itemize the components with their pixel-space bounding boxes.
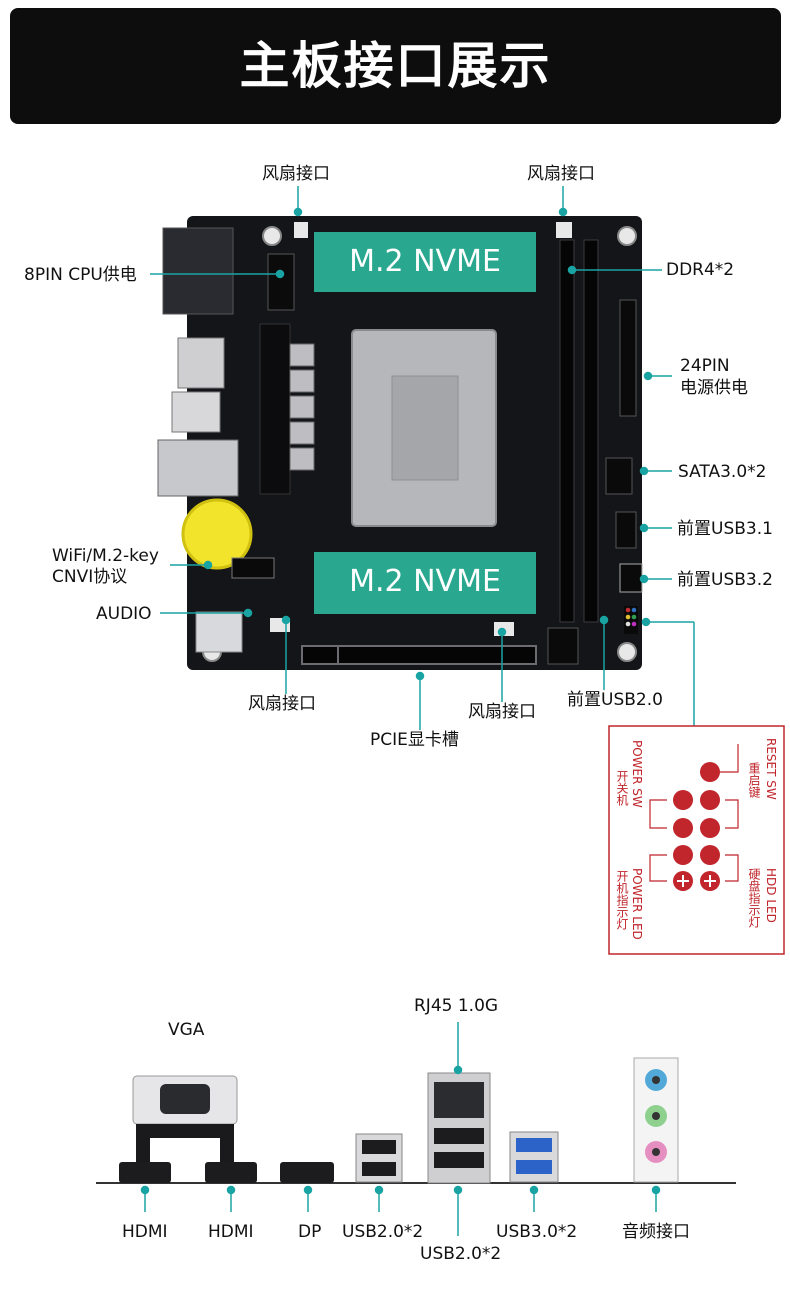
label-reset-cn: 重启键 <box>747 762 761 798</box>
label-fan-bottom-left: 风扇接口 <box>248 694 316 714</box>
label-fan-top-left: 风扇接口 <box>262 164 330 184</box>
label-fan-top-right: 风扇接口 <box>527 164 595 184</box>
hdmi-port <box>119 1162 171 1183</box>
m2-slot-bottom <box>314 552 536 614</box>
pcie-slot <box>301 645 537 665</box>
m2-slot-top <box>314 232 536 292</box>
label-usb20: 前置USB2.0 <box>567 690 663 710</box>
usb-port-side <box>171 391 221 433</box>
front-panel-detail <box>608 725 785 955</box>
cpu-die <box>391 375 459 481</box>
hdmi-port <box>205 1162 257 1183</box>
mount-hole <box>617 642 637 662</box>
atx24-connector <box>619 299 637 417</box>
label-vga: VGA <box>168 1020 205 1040</box>
label-wifi-line1: WiFi/M.2-key <box>52 546 159 566</box>
label-hdd-cn: 硬盘指示灯 <box>747 868 761 928</box>
sata-connector <box>605 457 633 495</box>
front-panel-pins <box>624 606 638 634</box>
mount-hole <box>262 226 282 246</box>
label-wifi-line2: CNVI协议 <box>52 567 128 587</box>
fan-header <box>556 222 572 238</box>
label-usb31: 前置USB3.1 <box>677 519 773 539</box>
cpu-8pin <box>267 253 295 311</box>
m2-label-top: M.2 NVME <box>349 244 501 279</box>
label-hdmi-1: HDMI <box>122 1222 168 1242</box>
label-pcie: PCIE显卡槽 <box>370 730 459 750</box>
label-usb30: USB3.0*2 <box>496 1222 578 1242</box>
label-hdmi-2: HDMI <box>208 1222 254 1242</box>
cmos-battery <box>181 498 253 570</box>
label-reset-en: RESET SW <box>764 738 778 800</box>
vga-port-side <box>162 227 234 315</box>
label-cpu-power: 8PIN CPU供电 <box>24 265 137 285</box>
label-audio: AUDIO <box>96 604 152 624</box>
label-hdd-en: HDD LED <box>764 868 778 923</box>
wifi-m2-slot <box>231 557 275 579</box>
m2-label-bottom: M.2 NVME <box>349 564 501 599</box>
audio-shield <box>195 611 243 653</box>
label-usb20-mid: USB2.0*2 <box>420 1244 502 1264</box>
ddr4-slot <box>559 239 575 623</box>
vrm-chokes <box>289 343 315 471</box>
ddr4-slot <box>583 239 599 623</box>
rj45-port-side <box>157 439 239 497</box>
label-usb32: 前置USB3.2 <box>677 570 773 590</box>
vrm-heatsink <box>259 323 291 495</box>
label-power-led-en: POWER LED <box>630 868 644 940</box>
front-usb32-header <box>619 563 643 593</box>
label-rj45: RJ45 1.0G <box>414 996 499 1016</box>
label-power-led-cn: 开机指示灯 <box>615 870 629 930</box>
fan-header <box>294 222 308 238</box>
callout-lines <box>150 186 695 730</box>
label-usb20-left: USB2.0*2 <box>342 1222 424 1242</box>
label-sata: SATA3.0*2 <box>678 462 767 482</box>
label-dp: DP <box>298 1222 322 1242</box>
label-power-sw-en: POWER SW <box>630 740 644 808</box>
front-usb20-header <box>547 627 579 665</box>
label-power24-line1: 24PIN <box>680 356 730 376</box>
label-ddr4: DDR4*2 <box>666 260 735 280</box>
label-power24-line2: 电源供电 <box>680 378 748 398</box>
label-audio-jack: 音频接口 <box>622 1222 690 1242</box>
hdmi-port-side <box>177 337 225 389</box>
dp-port <box>280 1162 334 1183</box>
io-callout-lines <box>140 1022 661 1236</box>
front-usb31-header <box>615 511 637 549</box>
label-fan-bottom-right: 风扇接口 <box>468 702 536 722</box>
label-power-sw-cn: 开关机 <box>615 770 629 806</box>
mount-hole <box>617 226 637 246</box>
page-title: 主板接口展示 <box>10 8 781 124</box>
